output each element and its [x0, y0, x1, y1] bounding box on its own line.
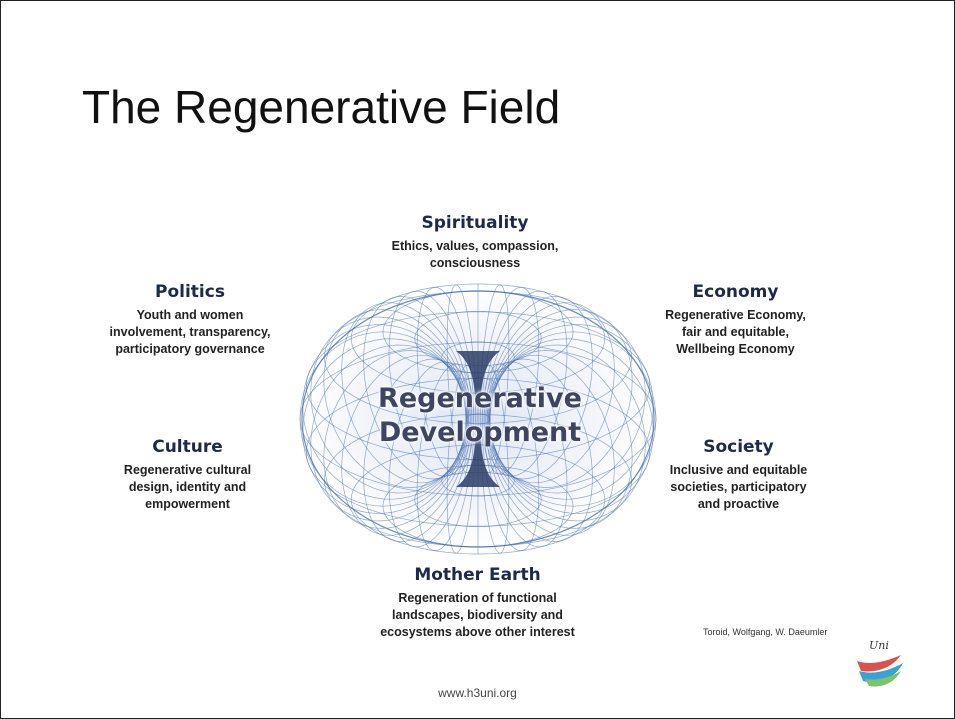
node-heading: Economy: [692, 282, 779, 302]
torus-parallel: [299, 342, 657, 496]
node-description: Youth and women involvement, transparenc…: [75, 307, 305, 358]
node-heading: Spirituality: [421, 213, 529, 233]
center-label-line: Regenerative: [378, 383, 582, 414]
node-description: Regeneration of functional landscapes, b…: [335, 590, 620, 641]
h3uni-logo: Uni: [857, 639, 903, 687]
description-line: Regenerative cultural: [123, 463, 252, 477]
description-line: ecosystems above other interest: [380, 625, 575, 639]
description-line: consciousness: [429, 256, 521, 270]
center-label: Regenerative Development: [330, 382, 630, 450]
node-description: Regenerative Economy, fair and equitable…: [628, 307, 843, 358]
torus-parallel: [414, 310, 542, 367]
description-line: empowerment: [145, 497, 230, 511]
description-line: fair and equitable,: [682, 325, 789, 339]
logo-swoosh-blue: [859, 663, 903, 683]
description-line: design, identity and: [128, 480, 247, 494]
node-description: Regenerative cultural design, identity a…: [85, 462, 290, 513]
description-line: Inclusive and equitable: [669, 463, 808, 477]
torus-parallel: [441, 464, 515, 497]
node-culture: Culture Regenerative cultural design, id…: [85, 437, 290, 513]
node-heading: Culture: [152, 437, 223, 457]
slide-title: The Regenerative Field: [82, 81, 561, 133]
logo-text: Uni: [869, 639, 889, 652]
description-line: participatory governance: [115, 342, 265, 356]
description-line: Youth and women: [136, 308, 244, 322]
torus-parallel: [382, 464, 574, 548]
node-heading: Mother Earth: [414, 565, 541, 585]
torus-parallel: [350, 283, 606, 394]
torus-wireframe: [299, 283, 657, 555]
node-society: Society Inclusive and equitable societie…: [636, 437, 841, 513]
node-mother-earth: Mother Earth Regeneration of functional …: [335, 565, 620, 641]
torus-parallel: [350, 444, 606, 555]
torus-outline: [301, 290, 655, 548]
torus-diagram: [299, 283, 657, 555]
torus-parallel: [305, 311, 651, 460]
footer-url: www.h3uni.org: [438, 686, 517, 700]
description-line: Regenerative Economy,: [665, 308, 806, 322]
description-line: Ethics, values, compassion,: [391, 239, 559, 253]
description-line: Wellbeing Economy: [676, 342, 795, 356]
node-economy: Economy Regenerative Economy, fair and e…: [628, 282, 843, 358]
logo-swoosh-red: [857, 655, 901, 672]
description-line: involvement, transparency,: [109, 325, 271, 339]
node-description: Inclusive and equitable societies, parti…: [636, 462, 841, 513]
node-heading: Politics: [155, 282, 225, 302]
credit-text: Toroid, Wolfgang, W. Daeumler: [703, 627, 828, 637]
node-description: Ethics, values, compassion, consciousnes…: [350, 238, 600, 272]
logo-swoosh-green: [865, 671, 901, 687]
node-heading: Society: [703, 437, 774, 457]
description-line: societies, participatory: [670, 480, 807, 494]
torus-parallel: [305, 378, 651, 527]
node-spirituality: Spirituality Ethics, values, compassion,…: [350, 213, 600, 272]
torus-parallel: [382, 290, 574, 374]
center-label-line: Development: [378, 417, 582, 448]
node-politics: Politics Youth and women involvement, tr…: [75, 282, 305, 358]
torus-parallel: [414, 471, 542, 528]
torus-vortex: [456, 351, 500, 487]
torus-parallel: [441, 341, 515, 374]
description-line: Regeneration of functional: [398, 591, 557, 605]
description-line: and proactive: [697, 497, 780, 511]
description-line: landscapes, biodiversity and: [392, 608, 563, 622]
